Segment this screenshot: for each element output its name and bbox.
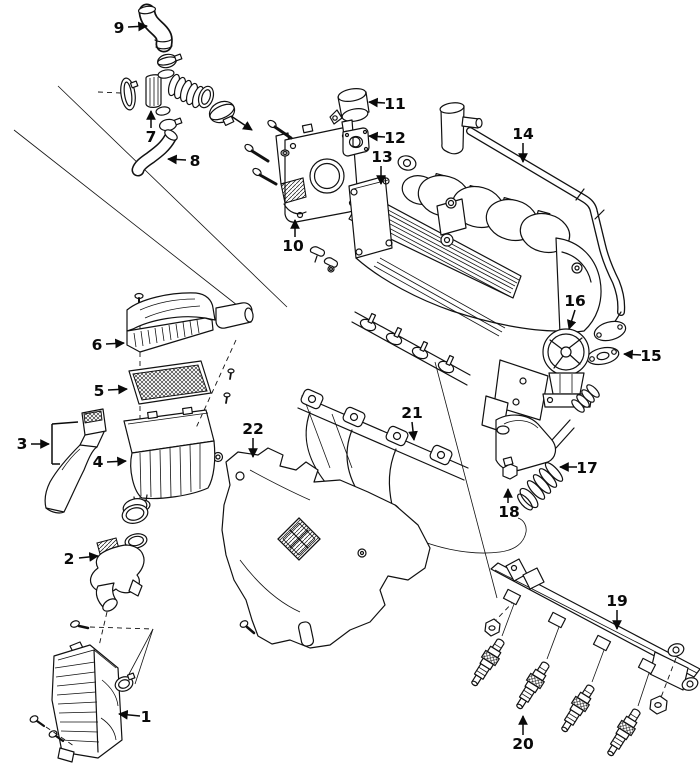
callout-10: 10	[282, 219, 304, 255]
callout-number: 22	[242, 420, 264, 438]
callout-arrow	[623, 349, 642, 360]
callout-11: 11	[368, 95, 406, 113]
resonator	[29, 641, 136, 763]
callout-22: 22	[242, 420, 264, 458]
callout-arrow	[408, 421, 418, 441]
callout-number: 8	[190, 152, 201, 170]
hose-clamp-large-icon	[208, 100, 253, 131]
callout-arrow	[105, 338, 125, 349]
callout-arrow	[118, 709, 141, 720]
callout-15: 15	[623, 347, 662, 365]
callout-number: 7	[146, 128, 157, 146]
callout-number: 9	[114, 19, 125, 37]
fuel-rail	[484, 558, 700, 715]
callout-4: 4	[93, 453, 127, 471]
hose-clamp-left-icon	[120, 77, 139, 111]
callout-3: 3	[17, 421, 79, 465]
coolant-outlet-assembly	[495, 384, 600, 511]
callout-13: 13	[371, 148, 393, 185]
callout-8: 8	[167, 152, 201, 170]
callout-number: 18	[498, 503, 520, 521]
callout-21: 21	[401, 404, 423, 441]
callout-number: 3	[17, 435, 28, 453]
callout-19: 19	[606, 592, 628, 630]
callout-14: 14	[512, 125, 534, 163]
callout-9: 9	[114, 19, 148, 37]
callout-number: 11	[384, 95, 406, 113]
breather-hose	[131, 117, 183, 177]
callout-18: 18	[498, 488, 520, 521]
warning-label	[277, 517, 321, 561]
callout-1: 1	[118, 708, 152, 726]
air-intake-duct	[44, 408, 107, 514]
air-intake-tube	[145, 69, 215, 116]
vacuum-hose	[439, 102, 627, 342]
callout-number: 5	[94, 382, 105, 400]
callout-6: 6	[92, 336, 125, 354]
callout-number: 4	[93, 453, 104, 471]
resonator-seal-ring	[121, 498, 149, 524]
callout-number: 21	[401, 404, 423, 422]
callout-number: 12	[384, 129, 406, 147]
hose-clamp-upper-icon	[157, 53, 183, 69]
callout-5: 5	[94, 382, 128, 400]
throttle-body-bolts	[244, 119, 293, 186]
callout-7: 7	[146, 110, 157, 146]
callout-number: 15	[640, 347, 662, 365]
callout-number: 14	[512, 125, 534, 143]
throttle-body	[275, 123, 359, 223]
callout-20: 20	[512, 715, 534, 753]
egr-valve	[542, 328, 593, 408]
callout-number: 1	[141, 708, 152, 726]
callout-arrow	[368, 131, 386, 142]
retainer-clips	[309, 246, 339, 273]
heat-shield	[212, 447, 431, 649]
callout-number: 13	[371, 148, 393, 166]
intake-manifold	[348, 155, 602, 337]
callout-arrow	[127, 21, 148, 32]
callout-number: 17	[576, 459, 598, 477]
callout-arrow	[107, 384, 128, 395]
callout-12: 12	[368, 129, 406, 147]
throttle-position-sensor	[342, 127, 370, 157]
callout-arrow	[106, 456, 127, 467]
callout-16: 16	[564, 292, 586, 330]
air-filter-element	[128, 360, 212, 405]
callout-bracket-line	[51, 421, 79, 425]
air-inlet-hose	[137, 3, 173, 53]
cylinder-head-flange	[351, 311, 549, 433]
resonator-bolt-leader	[70, 620, 154, 685]
fuel-injectors	[466, 635, 645, 760]
callout-number: 6	[92, 336, 103, 354]
callout-number: 16	[564, 292, 586, 310]
callout-17: 17	[559, 459, 598, 477]
callout-arrow	[368, 97, 386, 108]
callout-number: 20	[512, 735, 534, 753]
callout-2: 2	[64, 550, 99, 568]
callout-arrow	[566, 309, 577, 330]
callout-arrow	[167, 154, 187, 165]
assembly-alignment-lines	[13, 85, 498, 599]
egr-pipe-gasket	[586, 346, 620, 366]
intake-y-pipe	[89, 533, 148, 647]
air-cleaner-cover	[126, 292, 254, 353]
callout-number: 10	[282, 237, 304, 255]
callout-number: 19	[606, 592, 628, 610]
callout-arrow	[78, 552, 99, 562]
callout-number: 2	[64, 550, 75, 568]
